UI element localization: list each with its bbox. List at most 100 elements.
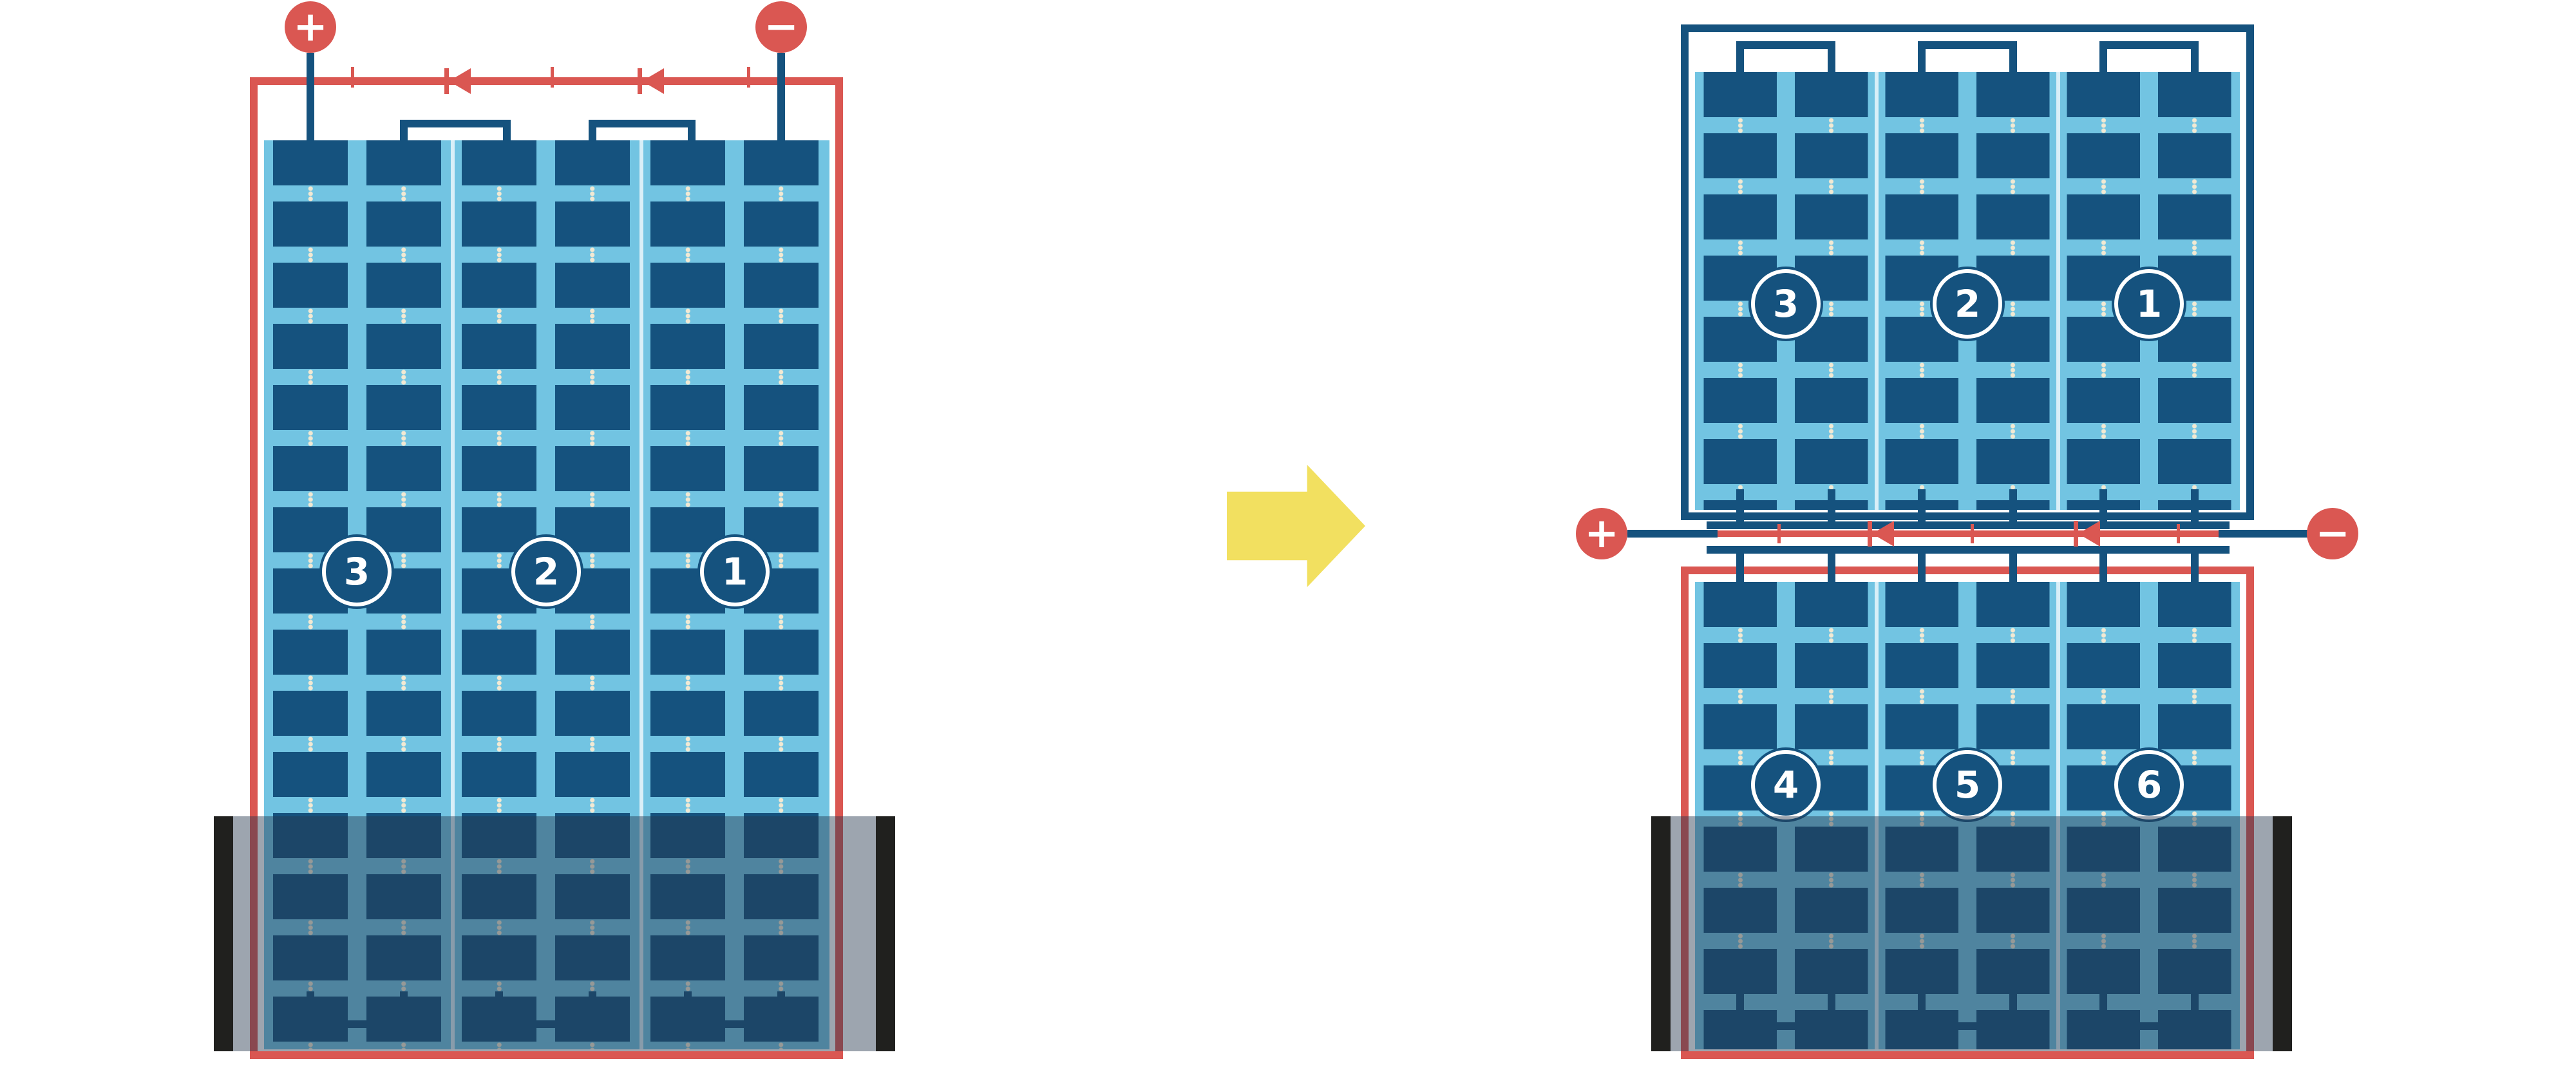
bottom-half-frame bbox=[1681, 567, 2254, 1059]
bridge-stub bbox=[2191, 993, 2199, 1022]
positive-terminal-icon: + bbox=[1576, 508, 1627, 559]
top-bridge bbox=[589, 120, 696, 127]
bridge-stub bbox=[2191, 41, 2199, 84]
bridge-stub bbox=[495, 991, 503, 1020]
shading-band bbox=[214, 816, 895, 1051]
wire-tick bbox=[351, 67, 354, 88]
top-u-bridge bbox=[2099, 41, 2199, 49]
bridge-stub bbox=[777, 991, 785, 1020]
string-number: 1 bbox=[2136, 282, 2163, 326]
wire-tick bbox=[551, 67, 554, 88]
bridge-stub bbox=[2099, 993, 2107, 1022]
transform-arrow-icon bbox=[1227, 465, 1365, 587]
bridge-stub bbox=[684, 991, 692, 1020]
top-u-bridge bbox=[1736, 41, 1835, 49]
shading-band bbox=[1651, 816, 2292, 1051]
junction-stub bbox=[1736, 489, 1744, 525]
string-number: 1 bbox=[721, 550, 748, 594]
string-number: 3 bbox=[343, 550, 370, 594]
shading-band-cap bbox=[1651, 816, 1671, 1051]
string-number: 4 bbox=[1772, 763, 1799, 807]
bridge-stub bbox=[400, 991, 408, 1020]
string-number-badge: 3 bbox=[1751, 269, 1821, 339]
negative-terminal-icon: − bbox=[755, 1, 807, 53]
wire-tick bbox=[2177, 524, 2180, 543]
junction-stub bbox=[2191, 489, 2199, 525]
bridge-stub bbox=[2099, 41, 2107, 84]
bridge-stub bbox=[2009, 41, 2017, 84]
positive-terminal-icon: + bbox=[285, 1, 336, 53]
string-number: 2 bbox=[533, 550, 560, 594]
minus-sign: − bbox=[2315, 510, 2350, 557]
minus-sign: − bbox=[764, 3, 799, 51]
string-number: 3 bbox=[1772, 282, 1799, 326]
plus-sign: + bbox=[1584, 510, 1619, 557]
string-divider bbox=[1875, 582, 1879, 1049]
terminal-lead bbox=[2219, 530, 2309, 538]
plus-sign: + bbox=[293, 3, 328, 51]
junction-stub bbox=[2009, 489, 2017, 525]
junction-stub bbox=[1918, 489, 1926, 525]
string-number: 2 bbox=[1954, 282, 1981, 326]
bridge-stub bbox=[1828, 41, 1835, 84]
junction-busbar bbox=[1707, 546, 2230, 554]
bottom-u-bridge bbox=[307, 1020, 408, 1028]
module-frame bbox=[250, 77, 843, 1059]
shading-band-cap bbox=[214, 816, 233, 1051]
bridge-stub bbox=[2009, 993, 2017, 1022]
string-divider bbox=[639, 140, 643, 1049]
string-number-badge: 5 bbox=[1933, 750, 2002, 820]
bridge-stub bbox=[688, 120, 696, 161]
bridge-stub bbox=[1736, 41, 1744, 84]
junction-stub bbox=[2099, 489, 2107, 525]
negative-terminal-icon: − bbox=[2307, 508, 2358, 559]
string-divider bbox=[2056, 582, 2060, 1049]
bridge-stub bbox=[1918, 41, 1926, 84]
string-number-badge: 2 bbox=[1933, 269, 2002, 339]
bridge-stub bbox=[1736, 993, 1744, 1022]
bottom-u-bridge bbox=[2099, 1022, 2199, 1030]
top-half-frame bbox=[1681, 24, 2254, 520]
bottom-u-bridge bbox=[495, 1020, 596, 1028]
bridge-stub bbox=[307, 991, 314, 1020]
bypass-diode-icon bbox=[444, 68, 471, 94]
terminal-lead bbox=[777, 53, 785, 162]
junction-stub bbox=[2191, 546, 2199, 610]
junction-stub bbox=[2099, 546, 2107, 610]
junction-busbar bbox=[1707, 521, 2230, 529]
string-number-badge: 2 bbox=[511, 537, 581, 606]
string-number-badge: 1 bbox=[700, 537, 770, 606]
shading-band-cap bbox=[876, 816, 895, 1051]
bridge-stub bbox=[589, 120, 596, 161]
junction-stub bbox=[1828, 489, 1835, 525]
bypass-diode-icon bbox=[1868, 521, 1894, 547]
bottom-u-bridge bbox=[1918, 1022, 2017, 1030]
wire-tick bbox=[747, 67, 750, 88]
junction-stub bbox=[1828, 546, 1835, 610]
string-number: 6 bbox=[2136, 763, 2163, 807]
string-divider bbox=[1875, 72, 1879, 510]
string-number-badge: 3 bbox=[322, 537, 392, 606]
string-number-badge: 1 bbox=[2114, 269, 2184, 339]
shading-band-cap bbox=[2273, 816, 2292, 1051]
bridge-stub bbox=[1828, 993, 1835, 1022]
string-divider bbox=[2056, 72, 2060, 510]
top-u-bridge bbox=[1918, 41, 2017, 49]
junction-stub bbox=[1918, 546, 1926, 610]
bridge-stub bbox=[589, 991, 596, 1020]
top-bridge bbox=[400, 120, 511, 127]
string-number: 5 bbox=[1954, 763, 1981, 807]
wire-tick bbox=[1777, 524, 1781, 543]
bypass-diode-icon bbox=[2074, 521, 2100, 547]
bottom-u-bridge bbox=[684, 1020, 785, 1028]
bridge-stub bbox=[400, 120, 408, 161]
junction-wire bbox=[1713, 530, 2222, 537]
bypass-diode-icon bbox=[638, 68, 664, 94]
junction-stub bbox=[1736, 546, 1744, 610]
junction-stub bbox=[2009, 546, 2017, 610]
bridge-stub bbox=[1918, 993, 1926, 1022]
wire-tick bbox=[1971, 524, 1974, 543]
bridge-stub bbox=[503, 120, 511, 161]
terminal-lead bbox=[1627, 530, 1718, 538]
